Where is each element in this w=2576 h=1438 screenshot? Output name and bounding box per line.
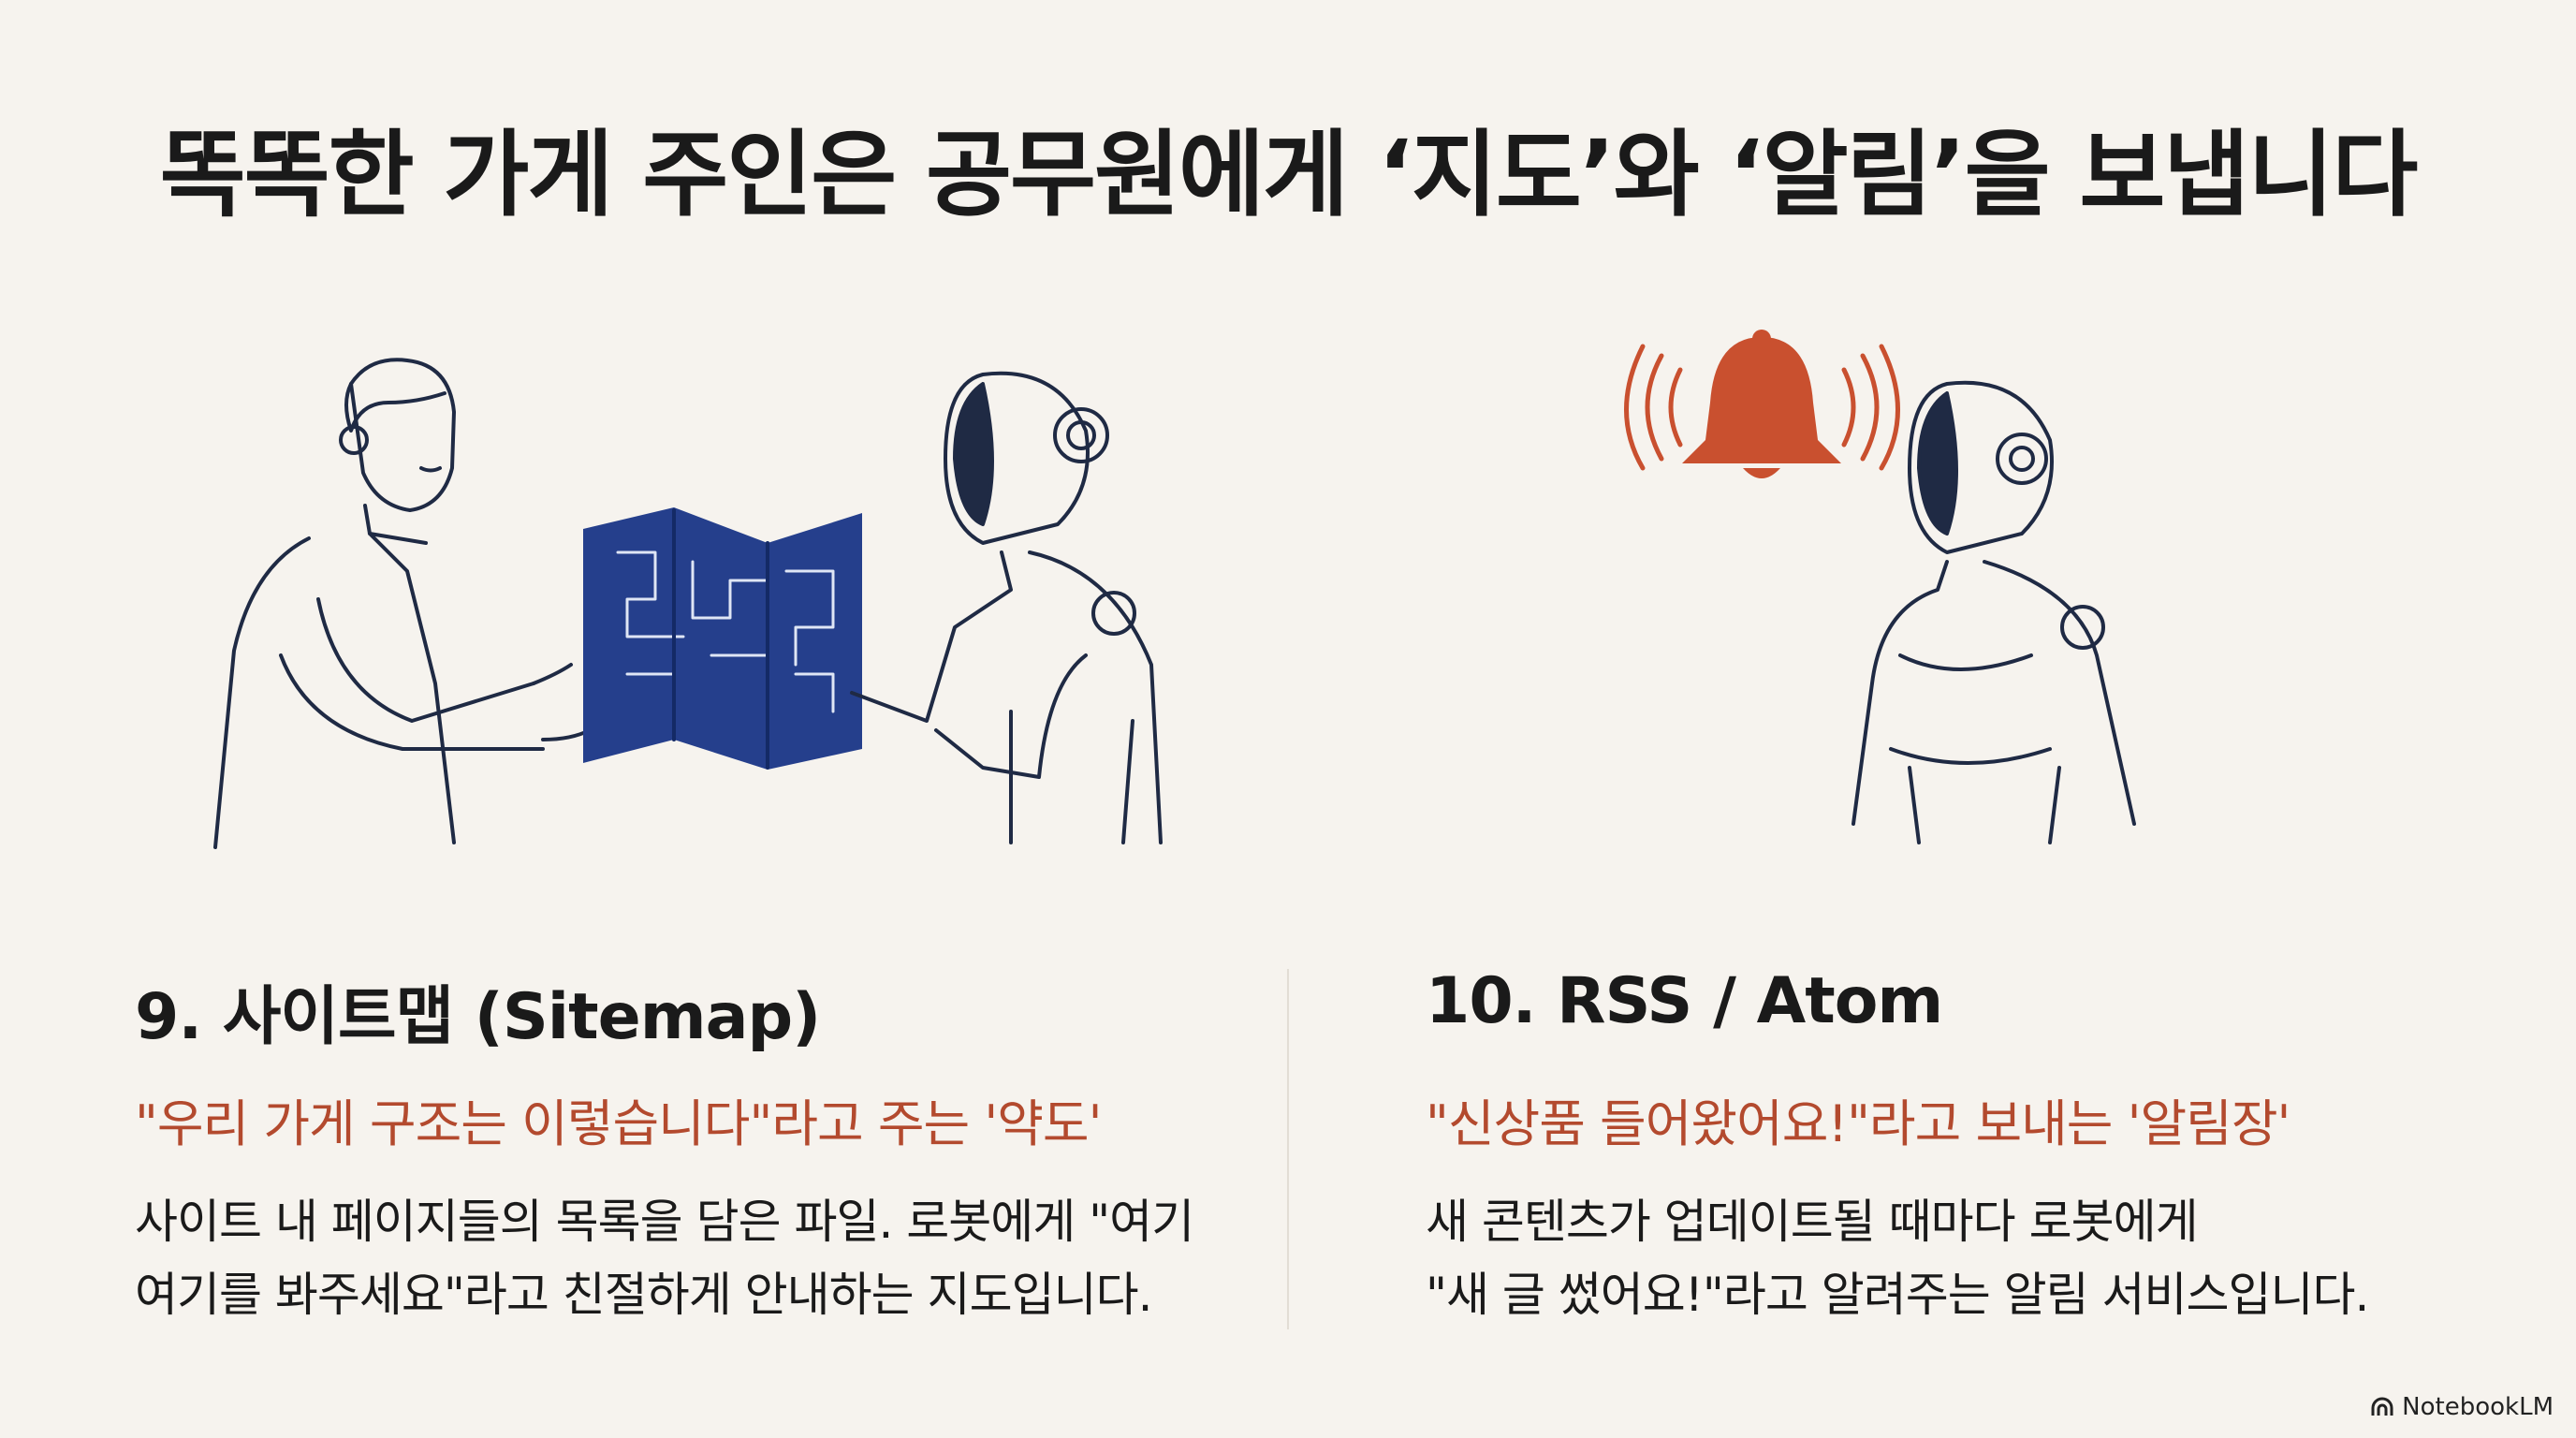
rss-description: 새 콘텐츠가 업데이트될 때마다 로봇에게 "새 글 썼어요!"라고 알려주는 … — [1426, 1185, 2369, 1331]
sitemap-subtitle: "우리 가게 구조는 이렇습니다"라고 주는 '약도' — [135, 1094, 1102, 1153]
description-line: 여기를 봐주세요"라고 친절하게 안내하는 지도입니다. — [135, 1268, 1152, 1322]
bell-icon — [1624, 330, 1900, 478]
description-line: 사이트 내 페이지들의 목록을 담은 파일. 로봇에게 "여기 — [135, 1195, 1194, 1249]
rss-section: 10. RSS / Atom "신상품 들어왔어요!"라고 보내는 '알림장' … — [1426, 964, 2369, 1331]
sitemap-description: 사이트 내 페이지들의 목록을 담은 파일. 로봇에게 "여기 여기를 봐주세요… — [135, 1185, 1194, 1331]
map-illustration — [583, 507, 862, 770]
description-line: "새 글 썼어요!"라고 알려주는 알림 서비스입니다. — [1426, 1268, 2369, 1322]
rss-subtitle: "신상품 들어왔어요!"라고 보내는 '알림장' — [1426, 1094, 2291, 1153]
illustrations — [213, 330, 2136, 849]
robot-left-illustration — [850, 371, 1163, 844]
brand-label: NotebookLM — [2402, 1393, 2554, 1421]
notebooklm-logo-icon — [2371, 1397, 2393, 1416]
man-illustration — [213, 358, 592, 849]
notebooklm-watermark: NotebookLM — [2370, 1393, 2554, 1421]
rss-heading: 10. RSS / Atom — [1426, 964, 1943, 1038]
robot-right-illustration — [1852, 380, 2136, 844]
column-divider — [1287, 969, 1289, 1329]
description-line: 새 콘텐츠가 업데이트될 때마다 로봇에게 — [1426, 1195, 2199, 1249]
page-title: 똑똑한 가게 주인은 공무원에게 ‘지도’와 ‘알림’을 보냅니다 — [159, 120, 2419, 229]
sitemap-section: 9. 사이트맵 (Sitemap) "우리 가게 구조는 이렇습니다"라고 주는… — [135, 964, 1194, 1331]
sitemap-heading: 9. 사이트맵 (Sitemap) — [135, 980, 821, 1054]
